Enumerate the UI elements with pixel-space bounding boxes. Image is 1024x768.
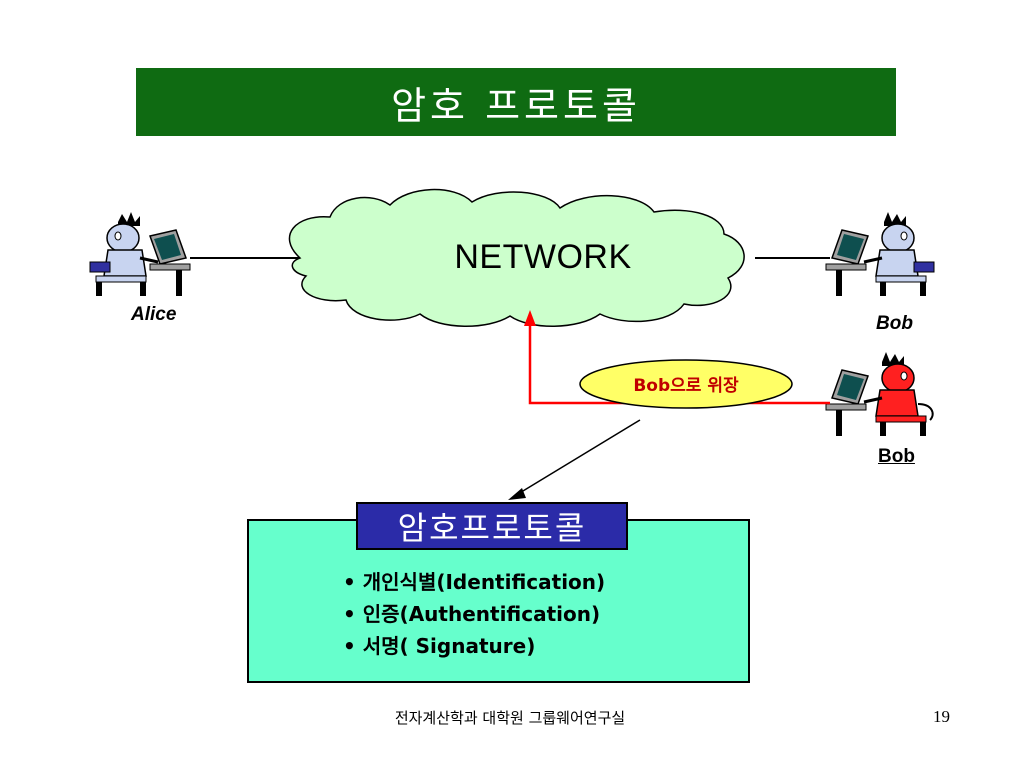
alice-avatar [89,212,191,296]
bob-label: Bob [876,313,913,334]
impersonation-label: Bob으로 위장 [633,376,739,396]
alice-label: Alice [131,304,177,325]
protocol-pointer-arrow [508,419,641,500]
network-label: NETWORK [454,238,632,276]
attacker-label: Bob [878,446,915,467]
slide-title: 암호 프로토콜 [136,68,896,136]
list-item: 개인식별(Identification) [343,566,605,598]
bob-avatar [825,212,935,296]
protocol-heading: 암호프로토콜 [356,502,628,550]
list-item: 인증(Authentification) [343,598,605,630]
network-cloud [288,188,745,327]
protocol-list: 개인식별(Identification) 인증(Authentification… [343,566,605,662]
impersonation-ellipse [579,359,793,409]
attacker-avatar [825,352,934,436]
page-number: 19 [933,707,950,726]
slide-footer: 전자계산학과 대학원 그룹웨어연구실 [394,709,626,727]
list-item: 서명( Signature) [343,630,605,662]
